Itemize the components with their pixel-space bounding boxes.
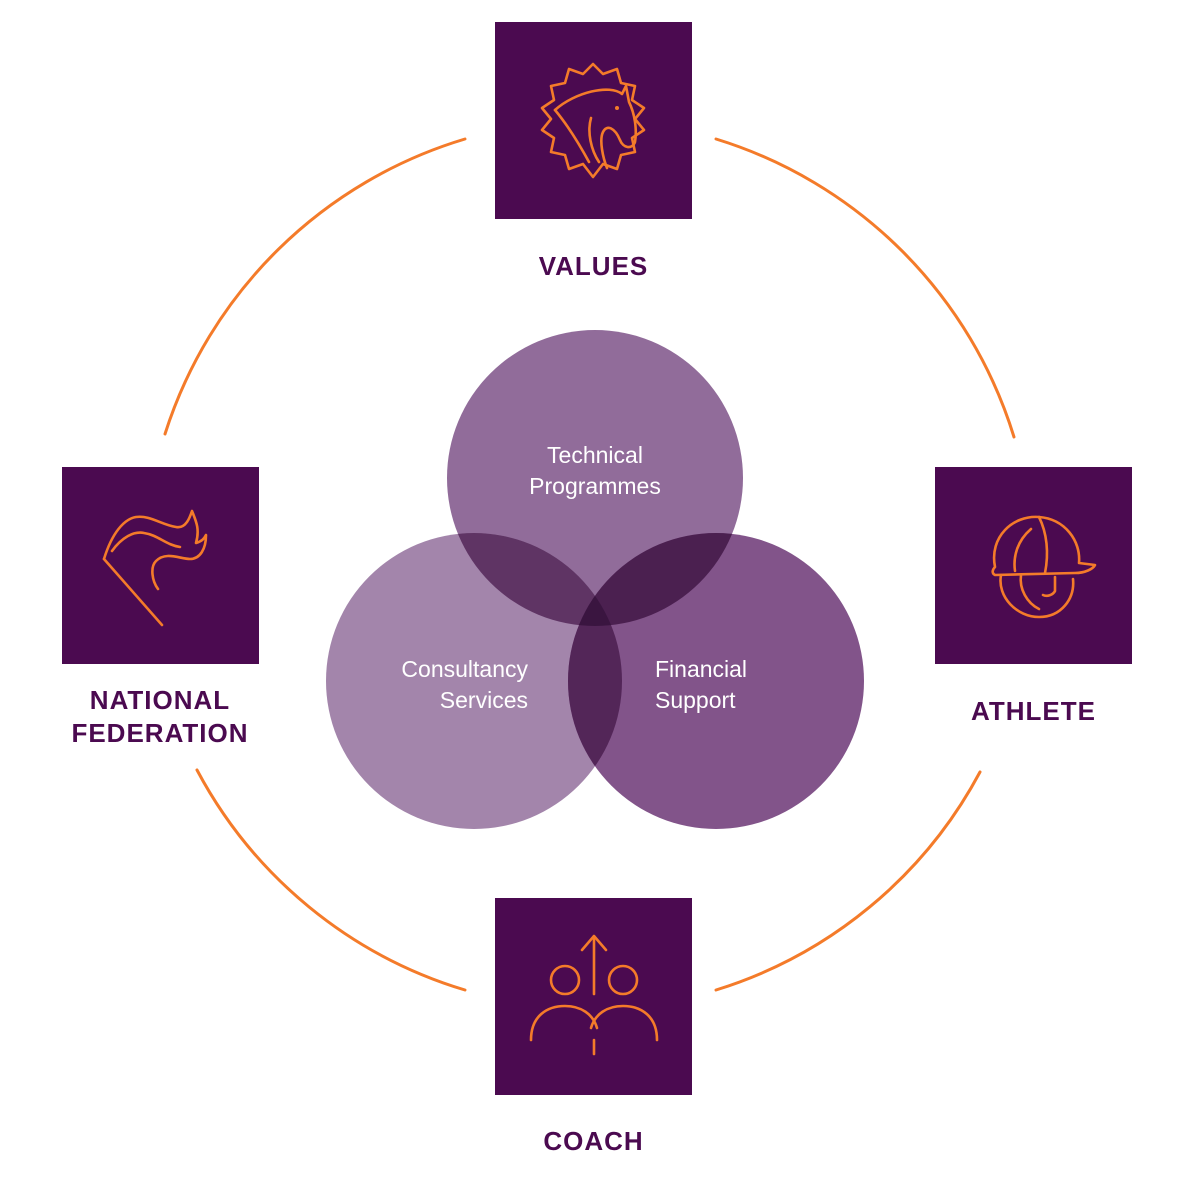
coach-label: COACH <box>543 1126 644 1156</box>
athlete-tile <box>935 467 1132 664</box>
consultancy-services-line1: Consultancy <box>401 656 528 682</box>
federation-label: NATIONAL FEDERATION <box>40 684 280 750</box>
ring-arc-top-left <box>163 137 467 436</box>
federation-label-line2: FEDERATION <box>71 718 249 748</box>
flag-icon <box>102 509 208 627</box>
federation-label-line1: NATIONAL <box>89 685 231 715</box>
financial-support-label: Financial Support <box>655 654 855 716</box>
federation-tile <box>62 467 259 664</box>
venn-overlap-technical-consultancy <box>447 533 622 626</box>
technical-programmes-line2: Programmes <box>529 473 661 499</box>
rider-helmet-icon <box>991 515 1097 619</box>
consultancy-services-line2: Services <box>439 687 528 713</box>
venn-overlap-technical-financial <box>568 533 743 626</box>
consultancy-services-label: Consultancy Services <box>340 654 560 716</box>
financial-support-line1: Financial <box>655 656 748 682</box>
people-growth-arrow-icon <box>529 934 659 1056</box>
values-label: VALUES <box>538 251 649 281</box>
financial-support-line2: Support <box>655 687 736 713</box>
values-tile <box>495 22 692 219</box>
ring-arc-top-right <box>714 137 1016 439</box>
ring-arc-bottom-left <box>195 768 467 992</box>
technical-programmes-line1: Technical <box>547 442 643 468</box>
ring-arc-bottom-right <box>714 770 982 992</box>
technical-programmes-label: Technical Programmes <box>480 440 710 502</box>
coach-tile <box>495 898 692 1095</box>
athlete-label: ATHLETE <box>971 696 1096 726</box>
horse-head-badge-icon <box>540 62 646 179</box>
